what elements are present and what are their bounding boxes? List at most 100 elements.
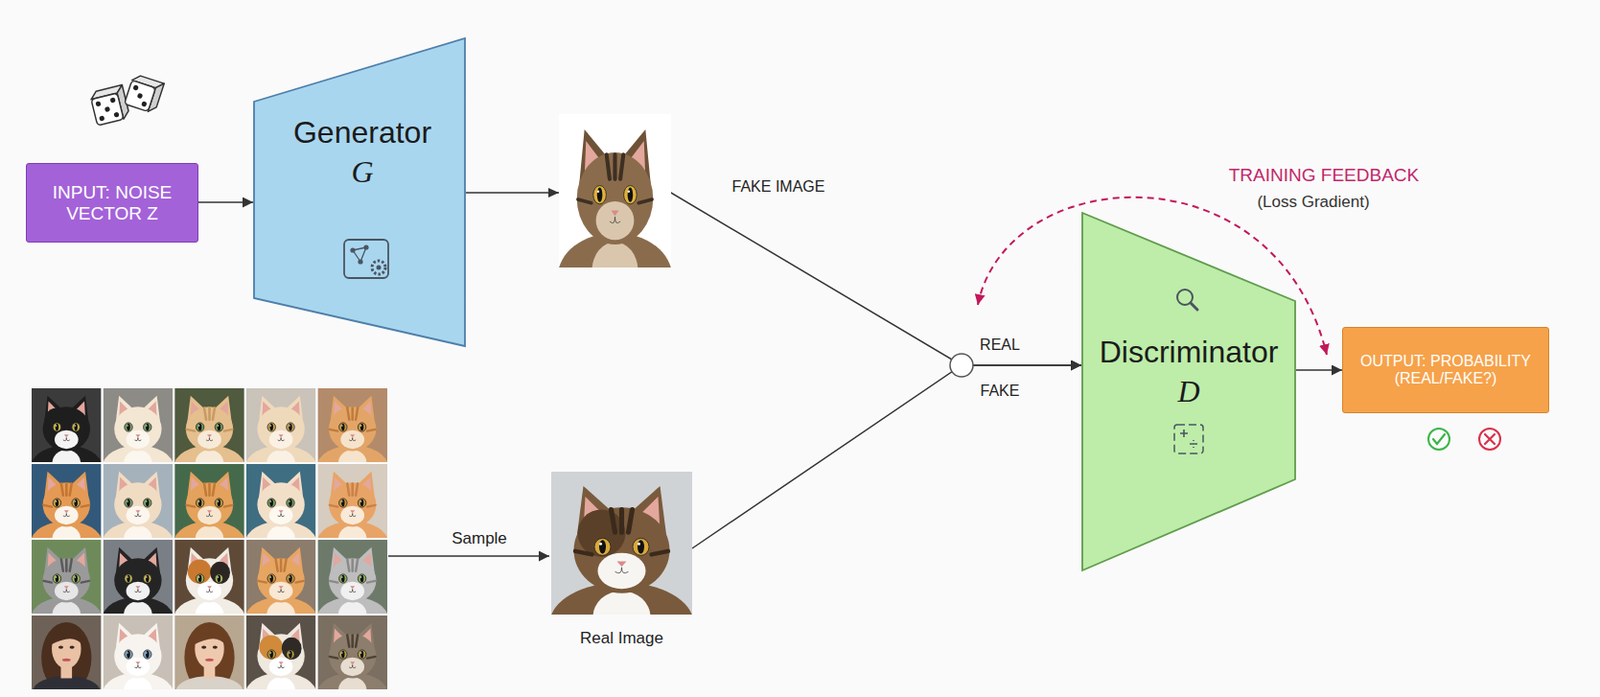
cat-eye bbox=[71, 574, 80, 583]
cat-head bbox=[574, 507, 671, 593]
cat-eye bbox=[632, 537, 650, 556]
fur-patch bbox=[281, 637, 302, 660]
cat-muzzle bbox=[269, 506, 294, 525]
cat-pupil bbox=[73, 423, 77, 431]
eye-highlight bbox=[217, 576, 219, 578]
network-icon bbox=[344, 239, 389, 279]
eye-highlight bbox=[126, 500, 128, 502]
cat-eye bbox=[286, 649, 295, 659]
cat-eye bbox=[143, 649, 152, 659]
tabby-stripe bbox=[257, 580, 267, 583]
cat-muzzle bbox=[54, 506, 79, 525]
cat-mouth bbox=[609, 216, 621, 223]
eye-highlight bbox=[55, 576, 57, 578]
cat-nose bbox=[135, 510, 140, 513]
cat-photo bbox=[174, 539, 245, 614]
cat-pupil bbox=[360, 499, 364, 507]
cat-chest bbox=[338, 525, 368, 538]
node-title: Generator bbox=[293, 115, 432, 151]
eye-highlight bbox=[145, 500, 147, 502]
cat-head bbox=[43, 557, 91, 603]
cat-photo bbox=[103, 615, 174, 690]
connector-arrow bbox=[692, 365, 1082, 549]
face-photo bbox=[174, 615, 245, 690]
face-photo bbox=[31, 615, 102, 690]
cat-muzzle bbox=[340, 506, 365, 525]
cat-mouth bbox=[134, 438, 141, 441]
cat-pupil bbox=[73, 499, 77, 507]
cat-mouth bbox=[348, 438, 356, 441]
die-dot bbox=[113, 112, 119, 118]
eye-highlight bbox=[73, 500, 75, 502]
eye-highlight bbox=[55, 424, 57, 426]
cat-eye bbox=[71, 498, 80, 508]
eye-highlight bbox=[73, 576, 75, 578]
cat-pupil bbox=[217, 499, 221, 507]
tabby-stripe bbox=[578, 199, 592, 204]
magnifier-handle bbox=[1190, 302, 1198, 310]
tabby-stripe bbox=[212, 483, 215, 495]
cat-pupil bbox=[341, 423, 345, 431]
connector-arrow bbox=[198, 201, 254, 204]
cat-mouth bbox=[134, 513, 141, 517]
cat-muzzle bbox=[269, 430, 294, 449]
cat-pupil bbox=[145, 575, 149, 582]
tabby-stripe bbox=[208, 407, 211, 419]
tabby-stripe bbox=[367, 505, 376, 508]
cat-nose bbox=[135, 661, 140, 665]
cat-mouth bbox=[63, 589, 70, 593]
cat-photo bbox=[103, 388, 174, 463]
cat-eye bbox=[124, 649, 133, 659]
math-symbols bbox=[1180, 429, 1198, 448]
cat-eye bbox=[593, 185, 607, 205]
human-eye bbox=[69, 646, 75, 650]
cat-chest bbox=[338, 676, 368, 690]
cat-eye bbox=[124, 422, 133, 432]
cat-nose bbox=[64, 434, 70, 438]
eye-highlight bbox=[198, 576, 200, 578]
eye-highlight bbox=[627, 190, 630, 193]
cat-photo bbox=[246, 388, 317, 463]
cat-chest bbox=[266, 449, 296, 463]
cat-head bbox=[114, 406, 162, 451]
tabby-stripe bbox=[620, 154, 624, 179]
cat-nose bbox=[278, 434, 284, 438]
cat-muzzle bbox=[126, 506, 151, 525]
cat-head bbox=[43, 482, 91, 527]
cat-mouth bbox=[615, 567, 629, 574]
cat-mouth bbox=[348, 665, 356, 669]
check-mark bbox=[1433, 434, 1445, 444]
die-dot bbox=[94, 100, 101, 107]
tabby-stripe bbox=[627, 509, 632, 533]
cat-eye bbox=[267, 649, 276, 659]
cat-eye bbox=[267, 422, 276, 432]
tabby-stripe bbox=[650, 551, 668, 556]
cat-chest bbox=[195, 449, 225, 463]
node-title: OUTPUT: PROBABILITY (REAL/FAKE?) bbox=[1350, 352, 1541, 389]
die-dot bbox=[137, 92, 144, 100]
tabby-stripe bbox=[355, 634, 358, 647]
gear-teeth bbox=[371, 260, 386, 275]
cat-eye bbox=[339, 574, 348, 583]
cat-eye bbox=[143, 574, 152, 583]
gear-hub bbox=[376, 265, 382, 271]
photo-background bbox=[558, 114, 672, 268]
cat-eye bbox=[124, 574, 133, 583]
eye-highlight bbox=[269, 651, 271, 653]
feedback-note: (Loss Gradient) bbox=[1254, 192, 1371, 212]
cat-head bbox=[43, 406, 91, 451]
cat-eye bbox=[594, 537, 611, 556]
node-symbol: G bbox=[350, 154, 373, 190]
eye-highlight bbox=[341, 651, 343, 653]
cat-eye bbox=[214, 498, 223, 508]
tabby-stripe bbox=[347, 407, 349, 419]
tabby-stripe bbox=[208, 483, 211, 495]
eye-highlight bbox=[597, 190, 600, 193]
cat-eye bbox=[267, 574, 276, 583]
die-dot bbox=[140, 100, 148, 108]
fur-patch bbox=[258, 634, 283, 659]
tabby-stripe bbox=[367, 656, 376, 659]
cat-eye bbox=[214, 422, 223, 432]
cat-pupil bbox=[126, 499, 130, 507]
cat-muzzle bbox=[269, 657, 294, 676]
